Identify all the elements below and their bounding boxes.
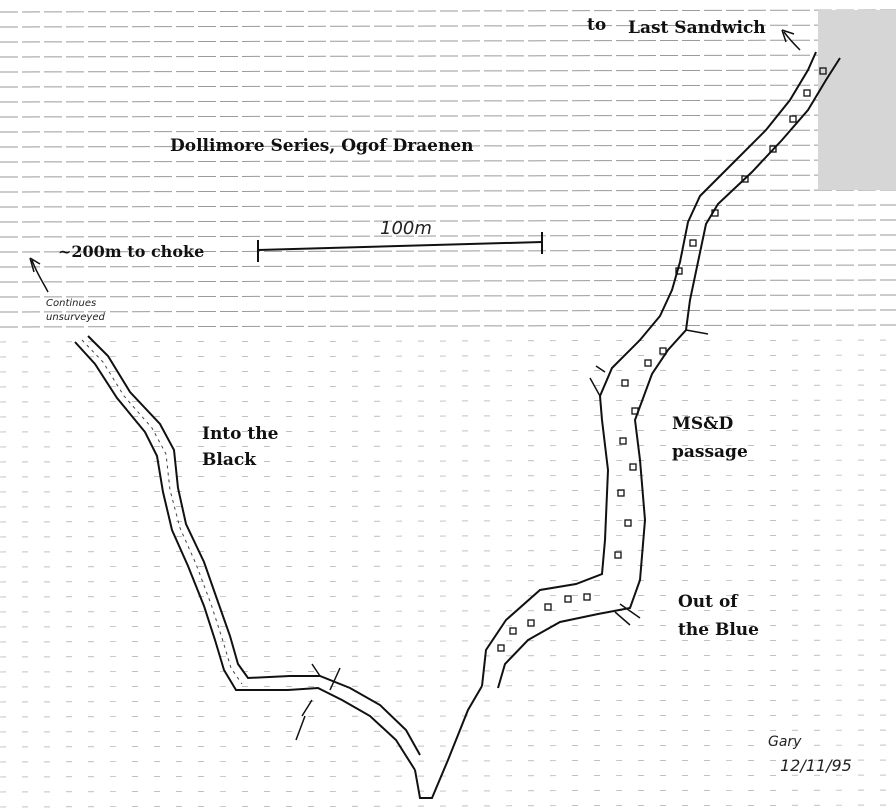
- background-line: [0, 414, 896, 418]
- background-line: [0, 474, 896, 478]
- label-scale: 100m: [380, 218, 432, 239]
- label-choke: ~200m to choke: [58, 242, 205, 261]
- background-line: [0, 654, 896, 658]
- background-line: [0, 114, 896, 118]
- background-line: [0, 774, 896, 778]
- background-line: [0, 564, 896, 568]
- background-line: [0, 279, 896, 283]
- background-line: [0, 339, 896, 343]
- label-the-blue: the Blue: [678, 620, 759, 640]
- map-title: Dollimore Series, Ogof Draenen: [170, 136, 474, 156]
- passage-bottom-junction: [295, 663, 483, 799]
- background-line: [0, 174, 896, 178]
- background-line: [0, 9, 896, 13]
- background-line: [0, 219, 896, 223]
- label-out-of: Out of: [678, 592, 738, 612]
- background-line: [0, 54, 896, 58]
- background-line: [0, 489, 896, 493]
- background-line: [0, 729, 896, 733]
- background-line: [0, 84, 896, 88]
- background-line: [0, 549, 896, 553]
- background-line: [0, 264, 896, 268]
- background-line: [0, 234, 896, 238]
- label-black: Black: [202, 450, 256, 470]
- background-line: [0, 99, 896, 103]
- label-continues: Continues: [46, 298, 97, 309]
- background-line: [0, 429, 896, 433]
- background-line: [0, 624, 896, 628]
- background-line: [0, 369, 896, 373]
- arrow-choke-icon: [29, 257, 49, 293]
- background-line: [0, 684, 896, 688]
- background-line: [0, 39, 896, 43]
- background-line: [0, 639, 896, 643]
- passage-ms-and-d: [481, 51, 841, 689]
- background-line: [0, 744, 896, 748]
- background-line: [0, 159, 896, 163]
- background-line: [0, 789, 896, 793]
- boulder-symbols: [497, 67, 827, 652]
- label-passage: passage: [672, 442, 748, 462]
- background-line: [0, 579, 896, 583]
- background-line: [0, 399, 896, 403]
- background-line: [0, 144, 896, 148]
- background-line: [0, 69, 896, 73]
- background-line: [0, 324, 896, 328]
- background-line: [0, 384, 896, 388]
- passage-into-the-black: [74, 335, 421, 771]
- background-line: [0, 714, 896, 718]
- background-line: [0, 24, 896, 28]
- label-into-the: Into the: [202, 424, 279, 444]
- background-line: [0, 594, 896, 598]
- arrow-last-sandwich-icon: [781, 29, 801, 51]
- background-line: [0, 699, 896, 703]
- signature-name: Gary: [768, 734, 802, 750]
- label-to: to: [587, 15, 607, 35]
- label-last-sandwich: Last Sandwich: [628, 18, 766, 38]
- background-line: [0, 519, 896, 523]
- background-line: [0, 459, 896, 463]
- background-line: [0, 354, 896, 358]
- background-line: [0, 204, 896, 208]
- background-line: [0, 189, 896, 193]
- background-line: [0, 609, 896, 613]
- background-line: [0, 669, 896, 673]
- background-line: [0, 249, 896, 253]
- shaded-strip: [818, 10, 896, 190]
- background-line: [0, 294, 896, 298]
- background-line: [0, 309, 896, 313]
- dashed-background-lines: [0, 9, 896, 808]
- background-line: [0, 129, 896, 133]
- label-unsurveyed: unsurveyed: [46, 312, 105, 323]
- signature-date: 12/11/95: [780, 756, 852, 775]
- background-line: [0, 804, 896, 808]
- background-line: [0, 504, 896, 508]
- label-msd: MS&D: [672, 414, 734, 434]
- scale-bar: [257, 232, 543, 262]
- background-line: [0, 444, 896, 448]
- background-line: [0, 534, 896, 538]
